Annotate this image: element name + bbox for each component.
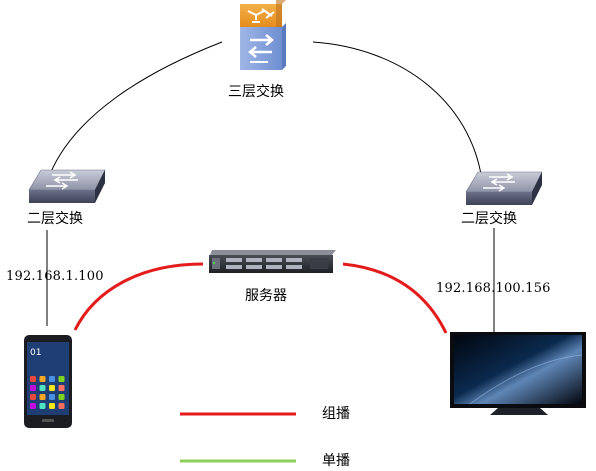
layer2-switch-left-label: 二层交换	[27, 211, 83, 227]
layer2-switch-right-label: 二层交换	[461, 211, 517, 227]
tv-ip-label: 192.168.100.156	[436, 281, 551, 296]
phone-app-icon	[30, 394, 36, 400]
tv-icon	[450, 332, 586, 415]
phone-ip-label: 192.168.1.100	[6, 269, 104, 284]
phone-app-icon	[49, 403, 55, 409]
phone-app-icon	[39, 403, 46, 409]
layer3-switch-icon	[240, 0, 286, 70]
phone-app-icon	[58, 403, 65, 409]
layer2-switch-left-icon	[28, 169, 106, 203]
phone-icon: 01	[24, 335, 72, 428]
server-label: 服务器	[245, 288, 287, 304]
link-l3-to-left-l2	[46, 41, 223, 183]
multicast-server-to-tv	[342, 262, 448, 334]
phone-screen-time: 01	[30, 348, 41, 358]
phone-app-icon	[30, 403, 36, 409]
layer3-switch-label: 三层交换	[228, 84, 284, 100]
server-icon	[209, 250, 336, 273]
phone-app-icon	[58, 394, 65, 400]
phone-app-icon	[39, 376, 46, 382]
phone-app-icon	[49, 376, 55, 382]
phone-app-icon	[39, 385, 46, 391]
phone-app-icon	[39, 394, 46, 400]
phone-app-icon	[49, 385, 55, 391]
phone-app-icon	[30, 385, 36, 391]
phone-app-icon	[49, 394, 55, 400]
legend-multicast-label: 组播	[322, 406, 350, 422]
phone-app-icon	[58, 376, 65, 382]
phone-app-icon	[30, 376, 36, 382]
phone-app-icon	[58, 385, 65, 391]
link-l3-to-right-l2	[312, 41, 483, 181]
layer2-switch-right-icon	[465, 171, 543, 205]
legend-unicast-label: 单播	[322, 453, 350, 469]
multicast-server-to-phone	[73, 262, 204, 331]
